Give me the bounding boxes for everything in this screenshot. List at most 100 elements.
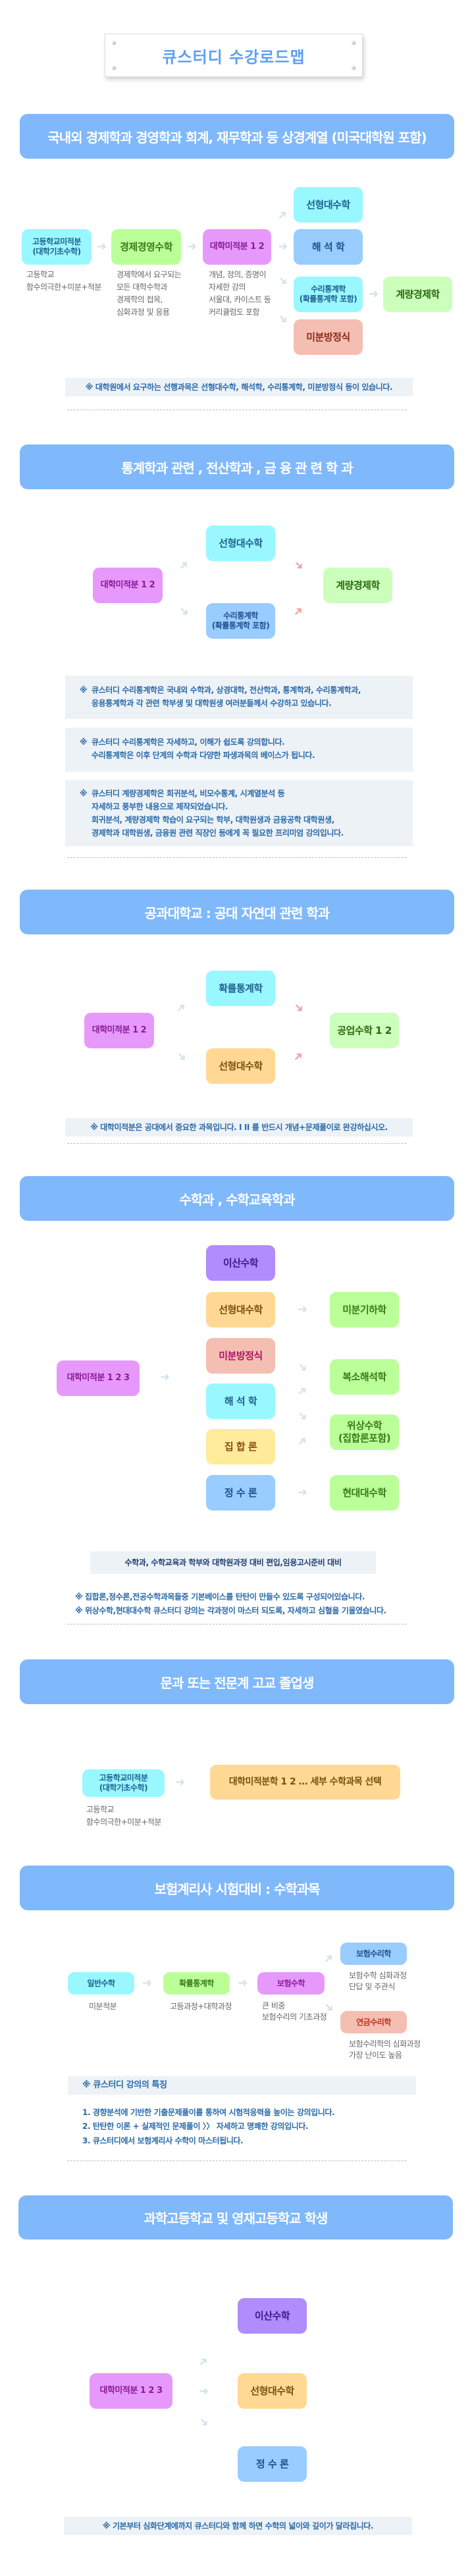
arrow-down-right-icon: ➜ (294, 1358, 311, 1376)
arrow-right-icon: ➜ (160, 1370, 171, 1384)
arrow-down-right-icon: ➜ (290, 556, 307, 574)
course-label: 수리통계학 (311, 284, 346, 294)
course-pension-math[interactable]: 연금수리학 (340, 2011, 407, 2033)
arrow-up-right-icon: ➜ (290, 1048, 307, 1065)
arrow-down-right-icon: ➜ (294, 1407, 311, 1425)
course-sublabel: (집합론포함) (338, 1432, 391, 1444)
course-analysis[interactable]: 해 석 학 (294, 229, 363, 265)
arrow-up-right-icon: ➜ (294, 1382, 311, 1400)
course-general-math[interactable]: 일반수학 (68, 1972, 134, 1995)
arrow-right-icon: ➜ (142, 1976, 153, 1990)
course-number-theory[interactable]: 정 수 론 (238, 2446, 307, 2482)
pin-dot-icon (112, 41, 116, 45)
section-header-statistics: 통계학과 관련 , 전산학과 , 금 융 관 련 학 과 (20, 444, 454, 489)
course-university-calculus[interactable]: 대학미적분 1 2 (84, 1013, 154, 1048)
course-differential-equations[interactable]: 미분방정식 (206, 1338, 275, 1374)
page-title: 큐스터디 수강로드맵 (162, 47, 305, 67)
course-label: 고등학교미적분 (99, 1773, 148, 1783)
course-probability-statistics[interactable]: 확률통계학 (163, 1972, 230, 1995)
course-actuarial-math[interactable]: 보험수리학 (340, 1943, 407, 1965)
course-complex-analysis[interactable]: 복소해석학 (330, 1359, 399, 1395)
course-differential-geometry[interactable]: 미분기하학 (330, 1292, 399, 1328)
arrow-right-icon: ➜ (369, 287, 379, 301)
course-university-calculus[interactable]: 대학미적분 1 2 3 (90, 2373, 172, 2409)
arrow-up-right-icon: ➜ (175, 556, 192, 574)
info-note: ※ 집합론,정수론,전공수학과목들중 기본베이스를 탄탄이 만들수 있도록 구성… (75, 1592, 365, 1601)
course-number-theory[interactable]: 정 수 론 (206, 1475, 275, 1511)
course-analysis[interactable]: 해 석 학 (206, 1383, 275, 1419)
course-sublabel: (확률통계학 포함) (299, 294, 357, 304)
feature-title: ※ 큐스터디 강의의 특징 (68, 2076, 416, 2095)
course-university-calculus[interactable]: 대학미적분 1 2 (203, 229, 271, 265)
course-econometrics[interactable]: 계량경제학 (383, 277, 452, 312)
course-differential-equations[interactable]: 미분방정식 (294, 319, 363, 355)
course-label: 수리통계학 (223, 611, 258, 620)
section-header-math: 수학과 , 수학교육학과 (20, 1176, 454, 1221)
arrow-down-right-icon: ➜ (196, 2413, 213, 2431)
divider (67, 1143, 406, 1144)
course-econometrics[interactable]: 계량경제학 (323, 568, 392, 603)
arrow-right-icon: ➜ (278, 240, 288, 254)
info-note: ※큐스터디 수리통계학은 자세하고, 이해가 쉽도록 강의합니다.수리통계학은 … (65, 728, 413, 772)
course-math-statistics[interactable]: 수리통계학(확률통계학 포함) (206, 603, 275, 639)
info-note: ※ 위상수학,현대대수학 큐스터디 강의는 각과정이 마스터 되도록, 자세하고… (75, 1606, 386, 1615)
feature-item: 2. 탄탄한 이론 + 실제적인 문제풀이 〉〉 자세하고 명쾌한 강의입니다. (82, 2122, 309, 2131)
info-note: ※ 기본부터 심화단계에까지 큐스터디와 함께 하면 수학의 넓이와 깊이가 달… (64, 2517, 412, 2535)
course-linear-algebra[interactable]: 선형대수학 (206, 1292, 275, 1328)
section-header-actuary: 보험계리사 시험대비 : 수학과목 (20, 1865, 454, 1910)
course-linear-algebra[interactable]: 선형대수학 (238, 2373, 307, 2409)
course-highschool-calculus[interactable]: 고등학교미적분(대학기초수학) (22, 229, 92, 265)
divider (67, 2160, 406, 2161)
divider (67, 857, 406, 858)
course-modern-algebra[interactable]: 현대대수학 (330, 1475, 399, 1511)
feature-item: 3. 큐스터디에서 보험계리사 수학이 마스터됩니다. (82, 2136, 244, 2145)
course-discrete-math[interactable]: 이산수학 (206, 1245, 275, 1281)
course-engineering-math[interactable]: 공업수학 1 2 (330, 1013, 399, 1048)
course-select-details[interactable]: 대학미적분학 1 2 … 세부 수학과목 선택 (210, 1765, 400, 1800)
course-business-math[interactable]: 경제경영수학 (111, 229, 181, 265)
course-linear-algebra[interactable]: 선형대수학 (206, 1048, 275, 1084)
arrow-right-icon: ➜ (298, 1302, 308, 1316)
arrow-up-right-icon: ➜ (294, 1432, 311, 1450)
arrow-right-icon: ➜ (97, 240, 107, 254)
course-topology[interactable]: 위상수학(집합론포함) (330, 1414, 399, 1450)
course-highschool-calculus[interactable]: 고등학교미적분(대학기초수학) (82, 1769, 165, 1797)
course-label: 고등학교미적분 (32, 237, 81, 246)
course-university-calculus[interactable]: 대학미적분 1 2 (93, 568, 163, 603)
course-linear-algebra[interactable]: 선형대수학 (206, 525, 275, 561)
course-university-calculus[interactable]: 대학미적분 1 2 3 (57, 1360, 140, 1396)
arrow-up-right-icon: ➜ (172, 999, 190, 1017)
course-set-theory[interactable]: 집 합 론 (206, 1429, 275, 1464)
course-discrete-math[interactable]: 이산수학 (238, 2298, 307, 2334)
arrow-right-icon: ➜ (199, 2384, 209, 2398)
course-description: 미분적분 (89, 2002, 117, 2011)
course-probability-statistics[interactable]: 확률통계학 (206, 971, 275, 1006)
course-insurance-math[interactable]: 보험수학 (257, 1972, 325, 1995)
arrow-down-right-icon: ➜ (173, 1048, 190, 1065)
course-linear-algebra[interactable]: 선형대수학 (294, 187, 363, 223)
arrow-right-icon: ➜ (238, 1976, 248, 1990)
arrow-down-right-icon: ➜ (275, 310, 292, 328)
pin-dot-icon (112, 66, 116, 70)
arrow-down-right-icon: ➜ (290, 999, 307, 1017)
arrow-down-right-icon: ➜ (275, 272, 292, 290)
arrow-up-right-icon: ➜ (195, 2353, 212, 2371)
course-sublabel: (확률통계학 포함) (211, 621, 270, 630)
page-title-box: 큐스터디 수강로드맵 (105, 34, 363, 77)
arrow-right-icon: ➜ (187, 240, 198, 254)
course-math-statistics[interactable]: 수리통계학(확률통계학 포함) (294, 277, 363, 312)
arrow-up-right-icon: ➜ (274, 206, 291, 224)
pin-dot-icon (352, 41, 356, 45)
course-sublabel: (대학기초수학) (32, 247, 81, 256)
section-header-business: 국내외 경제학과 경영학과 회계, 재무학과 등 상경계열 (미국대학원 포함) (20, 114, 454, 159)
course-label: 위상수학 (346, 1420, 382, 1432)
feature-item: 1. 경향분석에 기반한 기출문제풀이를 통하여 시험적응력을 높이는 강의입니… (82, 2108, 335, 2117)
